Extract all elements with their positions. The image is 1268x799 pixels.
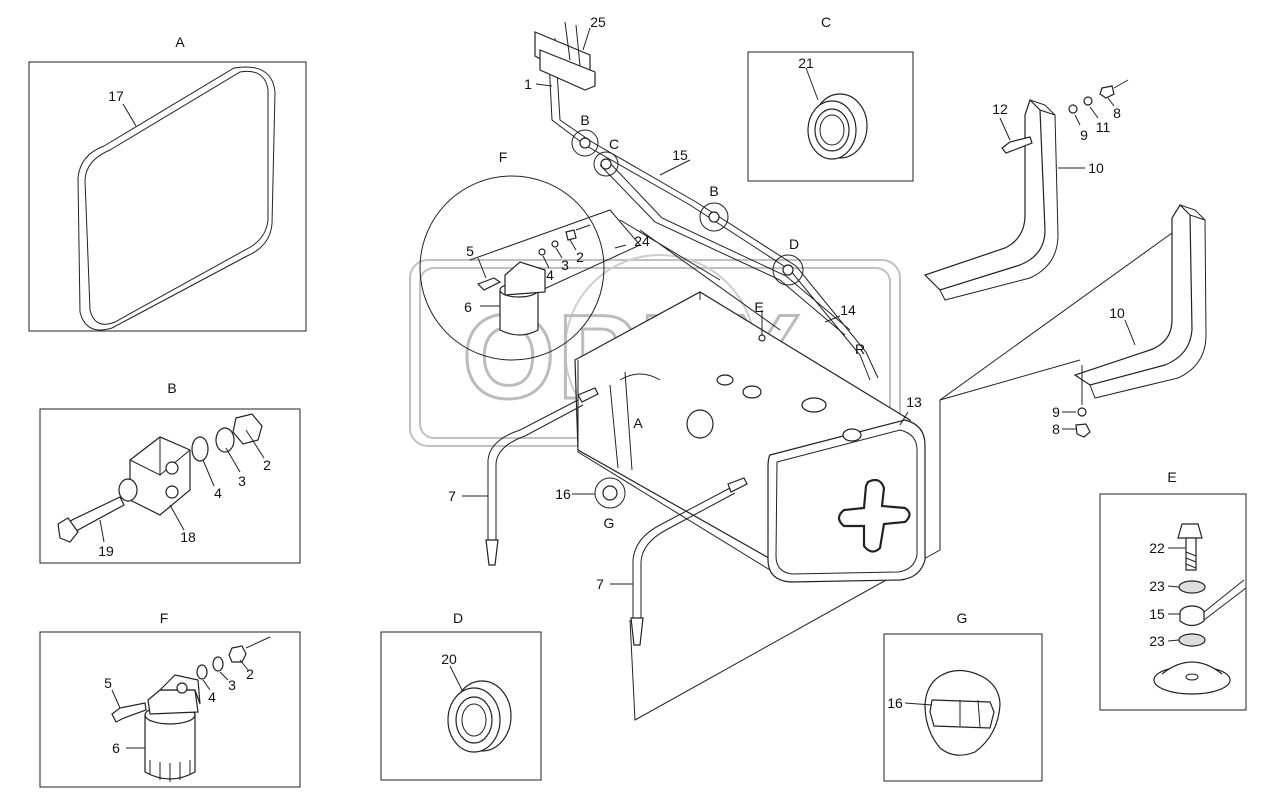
view-D-title: D xyxy=(453,610,463,626)
callout-B-mid: B xyxy=(709,183,718,199)
detail-circle-B2 xyxy=(699,202,729,232)
grommet-part-20 xyxy=(447,680,512,753)
callout-5-main: 5 xyxy=(466,243,474,259)
washer-part-23a xyxy=(1178,580,1206,594)
washer-part-4 xyxy=(191,436,209,462)
view-E-panel: E 22 23 15 23 xyxy=(1099,469,1247,711)
callout-4-main: 4 xyxy=(546,267,554,283)
mounting-pad-part xyxy=(1153,661,1231,695)
callout-1: 1 xyxy=(524,76,532,92)
callout-C-main: C xyxy=(609,136,619,152)
callout-24: 24 xyxy=(634,233,650,249)
view-A-title: A xyxy=(175,34,185,50)
view-G-title: G xyxy=(957,610,968,626)
callout-F-5: 5 xyxy=(104,675,112,691)
callout-R: R xyxy=(855,341,865,357)
washer-part-3f xyxy=(212,656,224,672)
callout-E-main: E xyxy=(754,299,763,315)
callout-B-4: 4 xyxy=(214,485,222,501)
level-sender-part-25 xyxy=(534,21,596,91)
tank-strap-part-7-right xyxy=(630,477,748,646)
callout-7-right: 7 xyxy=(596,576,604,592)
callout-E-23a: 23 xyxy=(1149,578,1165,594)
callout-9-lower: 9 xyxy=(1052,404,1060,420)
view-F-panel: F 5 4 3 2 6 xyxy=(39,610,301,788)
nut-part-2 xyxy=(232,413,263,445)
view-F-title: F xyxy=(160,610,169,626)
callout-16-main: 16 xyxy=(555,486,571,502)
callout-F-3: 3 xyxy=(228,677,236,693)
bolt-part-5 xyxy=(111,702,147,723)
banjo-block-part-18 xyxy=(118,436,191,516)
callout-F-6: 6 xyxy=(112,740,120,756)
callout-25: 25 xyxy=(590,14,606,30)
callout-13: 13 xyxy=(906,394,922,410)
callout-10-upper: 10 xyxy=(1088,160,1104,176)
callout-12: 12 xyxy=(992,101,1008,117)
callout-B-2: 2 xyxy=(263,457,271,473)
callout-B-18: 18 xyxy=(180,529,196,545)
callout-E-22: 22 xyxy=(1149,540,1165,556)
bracket-part-10-upper xyxy=(923,98,1059,301)
tank-strap-part-17 xyxy=(77,66,276,331)
bolt-part-12 xyxy=(1001,136,1033,154)
callout-G-main: G xyxy=(604,515,615,531)
fuel-tank-part-13 xyxy=(574,291,926,583)
callout-8-upper: 8 xyxy=(1113,105,1121,121)
washer-part-4f xyxy=(196,664,208,680)
callout-D-20: 20 xyxy=(441,651,457,667)
washer-part-23b xyxy=(1178,633,1206,647)
detail-circle-B1 xyxy=(571,129,599,157)
callout-E-23b: 23 xyxy=(1149,633,1165,649)
callout-10-lower: 10 xyxy=(1109,305,1125,321)
callout-B-19: 19 xyxy=(98,543,114,559)
view-E-title: E xyxy=(1167,469,1176,485)
view-G-panel: G 16 xyxy=(883,610,1043,782)
callout-G-16: 16 xyxy=(887,695,903,711)
detail-circle-G xyxy=(594,477,626,509)
bolt-part-19 xyxy=(57,496,125,543)
tank-cross-emboss xyxy=(837,478,911,553)
callout-14: 14 xyxy=(840,302,856,318)
tank-strap-part-7-left xyxy=(485,387,599,566)
callout-B-3: 3 xyxy=(238,473,246,489)
callout-3-main: 3 xyxy=(561,257,569,273)
main-assembly: 25 1 B C 15 B D F xyxy=(419,14,1207,721)
grommet-part-21 xyxy=(807,93,868,160)
callout-17: 17 xyxy=(108,88,124,104)
callout-E-15: 15 xyxy=(1149,606,1165,622)
view-C-panel: C 21 xyxy=(747,14,914,182)
callout-C-21: 21 xyxy=(798,55,814,71)
callout-A-main: A xyxy=(633,415,643,431)
callout-2-main: 2 xyxy=(576,249,584,265)
bracket-part-10-lower xyxy=(1073,204,1207,399)
view-B-panel: B 2 3 4 18 19 xyxy=(39,380,301,564)
view-B-title: B xyxy=(167,380,176,396)
fuel-line-part-15 xyxy=(547,37,879,381)
bushing-part-15 xyxy=(1179,579,1247,627)
view-C-title: C xyxy=(821,14,831,30)
fuel-cap-part-16 xyxy=(924,669,1001,756)
callout-B-top: B xyxy=(580,112,589,128)
detail-F-title: F xyxy=(499,149,508,165)
callout-F-2: 2 xyxy=(246,666,254,682)
callout-7-left: 7 xyxy=(448,488,456,504)
callout-11: 11 xyxy=(1096,119,1111,135)
callout-6-main: 6 xyxy=(464,299,472,315)
detail-circle-D xyxy=(772,254,804,286)
detail-F-circle: F xyxy=(419,149,641,361)
callout-F-4: 4 xyxy=(208,689,216,705)
bolt-part-22 xyxy=(1177,523,1203,571)
callout-9-upper: 9 xyxy=(1080,127,1088,143)
view-D-panel: D 20 xyxy=(380,610,542,781)
fuel-filter-part-6 xyxy=(144,674,201,782)
nut-part-2f xyxy=(228,645,247,663)
callout-D-main: D xyxy=(789,236,799,252)
callout-15: 15 xyxy=(672,147,688,163)
washer-part-3 xyxy=(215,427,235,453)
callout-8-lower: 8 xyxy=(1052,421,1060,437)
detail-circle-C xyxy=(593,151,619,177)
view-A-panel: A 17 xyxy=(28,34,307,332)
